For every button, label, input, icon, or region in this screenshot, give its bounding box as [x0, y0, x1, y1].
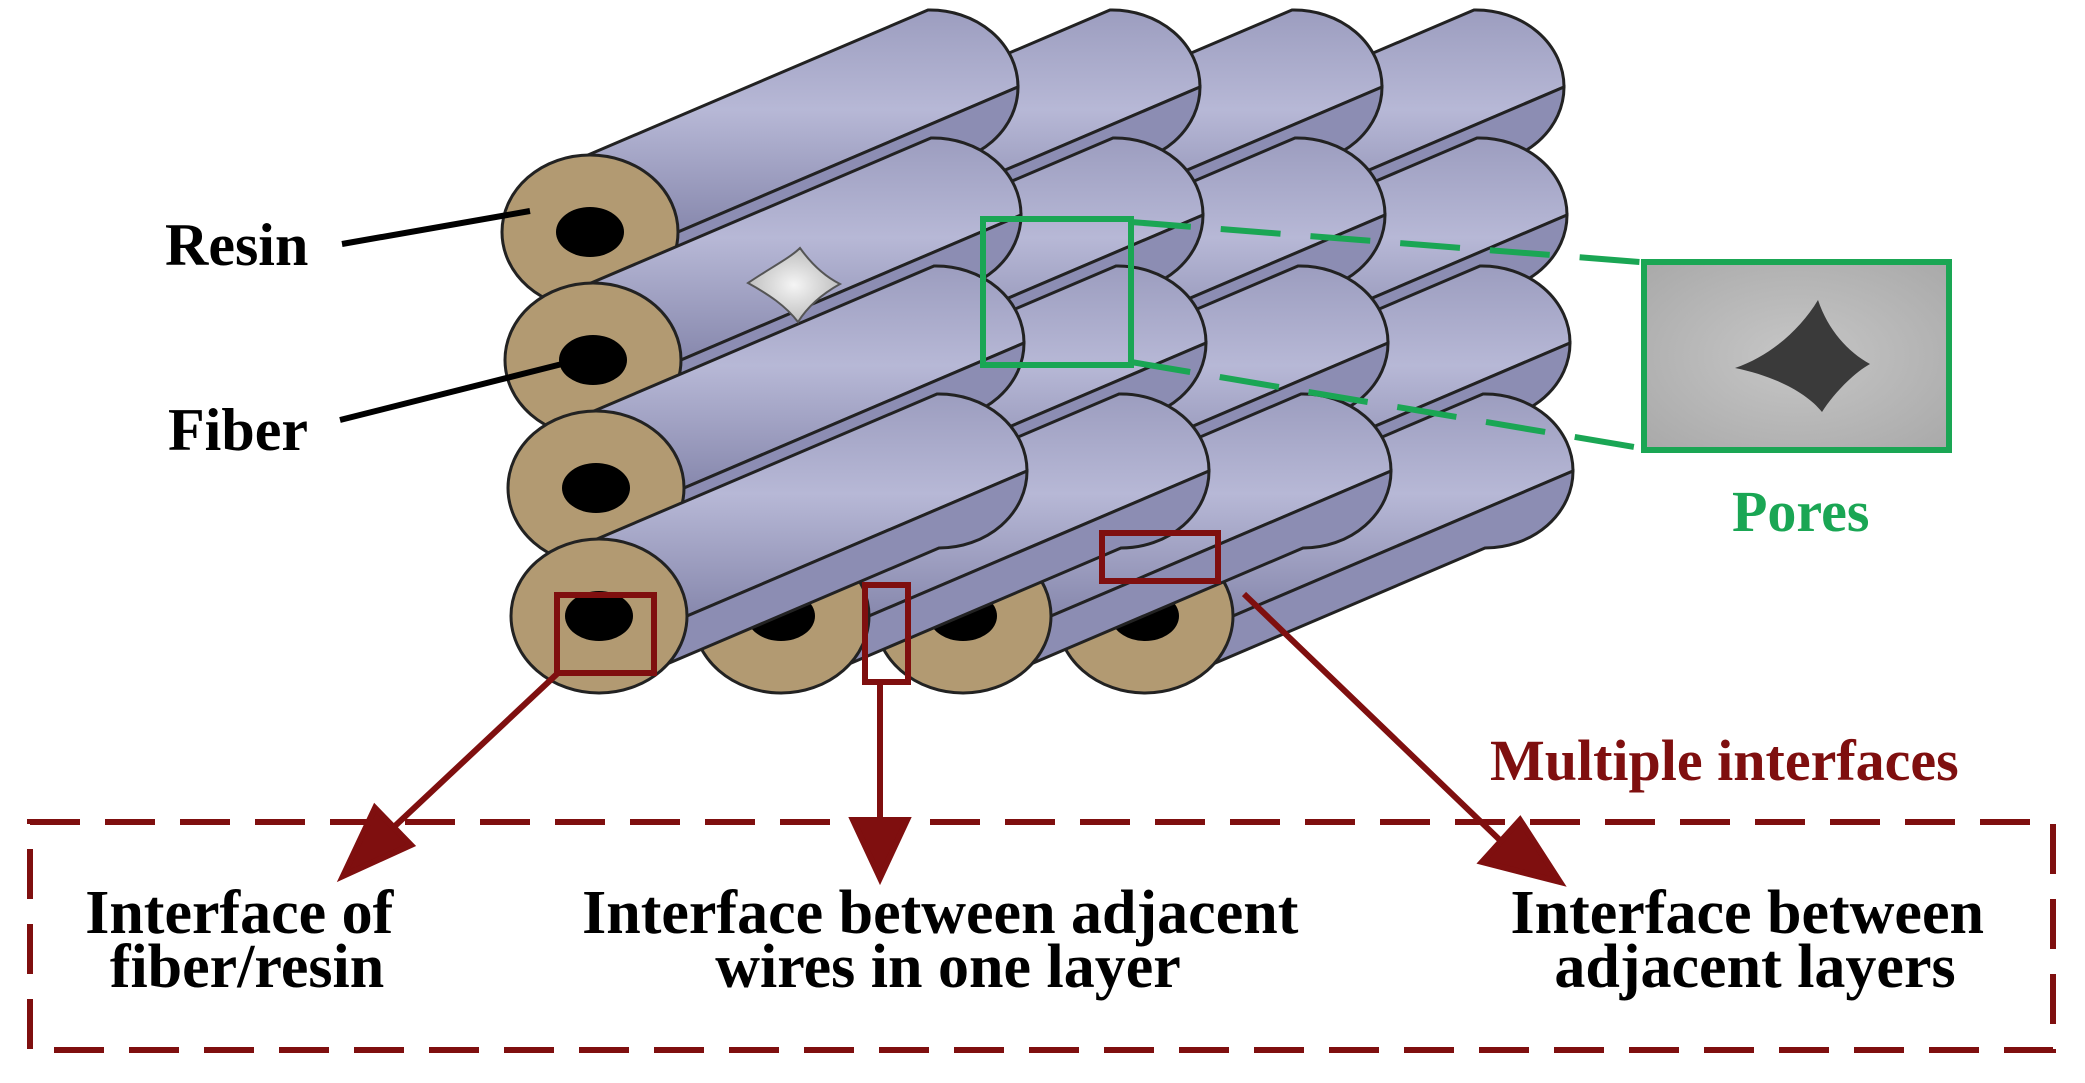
- resin-label: Resin: [165, 212, 308, 278]
- interface-fiber-resin-line-2: fiber/resin: [110, 933, 384, 1001]
- fiber-label: Fiber: [168, 397, 308, 463]
- interface-layers-line-1: Interface between: [1511, 879, 1984, 947]
- fiber-leader-line: [339, 359, 571, 423]
- pore-selection-box: [980, 216, 1134, 368]
- pore-zoom-inset: [1641, 259, 1952, 453]
- pores-label: Pores: [1732, 479, 1869, 544]
- fiber-cylinder-body: [594, 392, 1029, 618]
- pore-region: [746, 246, 843, 324]
- fiber-core: [559, 335, 627, 385]
- adjacent-layers-interface-box: [1099, 530, 1221, 584]
- interface-layers-caption: Interface between adjacent layers: [1511, 879, 2000, 1001]
- fiber-resin-interface-box: [554, 592, 657, 676]
- fiber-cylinder-shade: [598, 468, 1029, 695]
- interface-fiber-resin-caption: Interface of fiber/resin: [85, 879, 409, 1001]
- interface-layers-line-2: adjacent layers: [1554, 933, 1955, 1001]
- fiber-core: [562, 463, 630, 513]
- interface-fiber-resin-line-1: Interface of: [85, 879, 394, 947]
- interfaces-dashed-container: [27, 819, 2056, 1053]
- interface-wires-line-1: Interface between adjacent: [582, 879, 1299, 947]
- multiple-interfaces-title: Multiple interfaces: [1490, 728, 1959, 793]
- fiber-cylinder-stack: [500, 8, 1575, 695]
- adjacent-wires-interface-box: [862, 582, 911, 685]
- fiber-core: [565, 591, 633, 641]
- fiber-core: [556, 207, 624, 257]
- fiber-cylinder-body: [591, 264, 1026, 490]
- fiber-cylinder-shade: [1144, 468, 1575, 695]
- fiber-cylinder-body: [588, 136, 1023, 362]
- resin-leader-line: [341, 208, 531, 247]
- fiber-cylinder-shade: [780, 468, 1211, 695]
- interface-wires-line-2: wires in one layer: [715, 933, 1181, 1001]
- interface-wires-caption: Interface between adjacent wires in one …: [582, 879, 1314, 1001]
- pore-shape: [1735, 300, 1870, 412]
- fiber-cylinder-body: [585, 8, 1020, 234]
